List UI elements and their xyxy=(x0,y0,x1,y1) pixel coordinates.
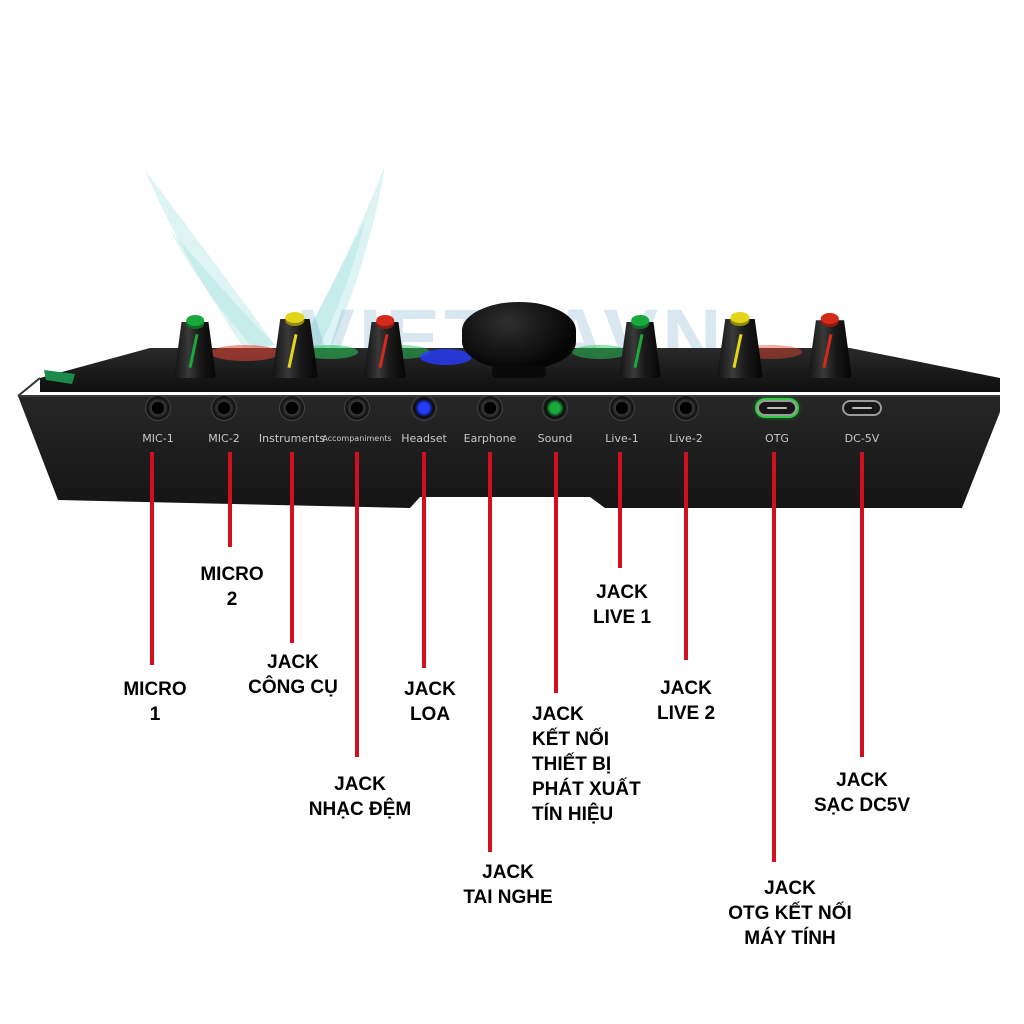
rotary-knob-4[interactable] xyxy=(619,306,661,378)
dc-5v-callout-line-1: JACK xyxy=(836,770,888,791)
mic-1-callout-line-2: 1 xyxy=(149,704,161,725)
live-1-callout-line-1: JACK xyxy=(596,582,648,603)
dc-5v-panel-label: DC-5V xyxy=(844,432,880,445)
rotary-knob-2[interactable] xyxy=(272,302,318,378)
earphone-callout: JACK TAI NGHE xyxy=(463,860,552,910)
live-1-callout: JACK LIVE 1 xyxy=(593,580,651,630)
headset-leader-line xyxy=(422,452,426,668)
live-2-panel-label: Live-2 xyxy=(669,432,703,445)
mic-2-panel-label: MIC-2 xyxy=(208,432,240,445)
mic-2-callout-line-2: 2 xyxy=(226,589,238,610)
otg-callout-line-2: OTG KẾT NỐI xyxy=(728,903,852,924)
live-1-leader-line xyxy=(618,452,622,568)
dc-5v-callout-line-2: SẠC DC5V xyxy=(813,795,911,816)
live-2-callout-line-2: LIVE 2 xyxy=(656,703,716,724)
mic-2-callout-line-1: MICRO xyxy=(200,564,264,585)
rotary-knob-3[interactable] xyxy=(364,306,406,378)
instruments-leader-line xyxy=(290,452,294,643)
live-1-panel-label: Live-1 xyxy=(605,432,639,445)
rotary-knob-6[interactable] xyxy=(808,304,852,378)
sound-callout: JACK KẾT NỐI THIẾT BỊ PHÁT XUẤT TÍN HIỆU xyxy=(532,702,641,827)
instruments-callout: JACK CÔNG CỤ xyxy=(248,650,338,700)
mic-2-jack[interactable] xyxy=(212,396,236,420)
accompaniments-panel-label: Accompaniments xyxy=(322,434,392,443)
mic-1-callout: MICRO 1 xyxy=(123,677,186,727)
earphone-callout-line-1: JACK xyxy=(482,862,534,883)
master-volume-knob[interactable] xyxy=(462,302,576,378)
accompaniments-jack[interactable] xyxy=(345,396,369,420)
sound-callout-line-5: TÍN HIỆU xyxy=(532,804,614,825)
sound-callout-line-3: THIẾT BỊ xyxy=(532,754,612,775)
headset-callout-line-2: LOA xyxy=(409,704,451,725)
headset-callout: JACK LOA xyxy=(404,677,456,727)
mic-1-panel-label: MIC-1 xyxy=(142,432,174,445)
accompaniments-callout: JACK NHẠC ĐỆM xyxy=(309,772,411,822)
live-1-jack[interactable] xyxy=(610,396,634,420)
otg-usb-c-port[interactable] xyxy=(757,400,797,416)
otg-callout-line-3: MÁY TÍNH xyxy=(744,928,836,949)
rotary-knob-1[interactable] xyxy=(174,306,216,378)
instruments-panel-label: Instruments xyxy=(258,432,326,445)
sound-callout-line-2: KẾT NỐI xyxy=(532,729,610,750)
instruments-jack[interactable] xyxy=(280,396,304,420)
mic-1-leader-line xyxy=(150,452,154,665)
rotary-knob-5[interactable] xyxy=(717,302,763,378)
live-2-callout: JACK LIVE 2 xyxy=(657,676,715,726)
mic-1-callout-line-1: MICRO xyxy=(123,679,187,700)
sound-callout-line-4: PHÁT XUẤT xyxy=(532,779,641,800)
sound-jack[interactable] xyxy=(543,396,567,420)
earphone-callout-line-2: TAI NGHE xyxy=(463,887,553,908)
mic-2-callout: MICRO 2 xyxy=(200,562,263,612)
otg-panel-label: OTG xyxy=(765,432,789,445)
sound-leader-line xyxy=(554,452,558,693)
accompaniments-callout-line-2: NHẠC ĐỆM xyxy=(308,799,412,820)
mic-1-jack[interactable] xyxy=(146,396,170,420)
accompaniments-callout-line-1: JACK xyxy=(334,774,386,795)
dc-5v-leader-line xyxy=(860,452,864,757)
headset-panel-label: Headset xyxy=(401,432,447,445)
otg-callout-line-1: JACK xyxy=(764,878,816,899)
earphone-panel-label: Earphone xyxy=(463,432,517,445)
live-2-leader-line xyxy=(684,452,688,660)
otg-callout: JACK OTG KẾT NỐI MÁY TÍNH xyxy=(728,876,852,951)
dc-5v-usb-c-port[interactable] xyxy=(842,400,882,416)
earphone-leader-line xyxy=(488,452,492,852)
instruments-callout-line-1: JACK xyxy=(267,652,319,673)
otg-leader-line xyxy=(772,452,776,862)
live-1-callout-line-2: LIVE 1 xyxy=(592,607,652,628)
headset-jack[interactable] xyxy=(412,396,436,420)
mic-2-leader-line xyxy=(228,452,232,547)
instruments-callout-line-2: CÔNG CỤ xyxy=(248,677,338,698)
live-2-callout-line-1: JACK xyxy=(660,678,712,699)
live-2-jack[interactable] xyxy=(674,396,698,420)
dc-5v-callout: JACK SẠC DC5V xyxy=(814,768,910,818)
sound-callout-line-1: JACK xyxy=(532,704,584,725)
earphone-jack[interactable] xyxy=(478,396,502,420)
headset-callout-line-1: JACK xyxy=(404,679,456,700)
sound-panel-label: Sound xyxy=(537,432,573,445)
accompaniments-leader-line xyxy=(355,452,359,757)
